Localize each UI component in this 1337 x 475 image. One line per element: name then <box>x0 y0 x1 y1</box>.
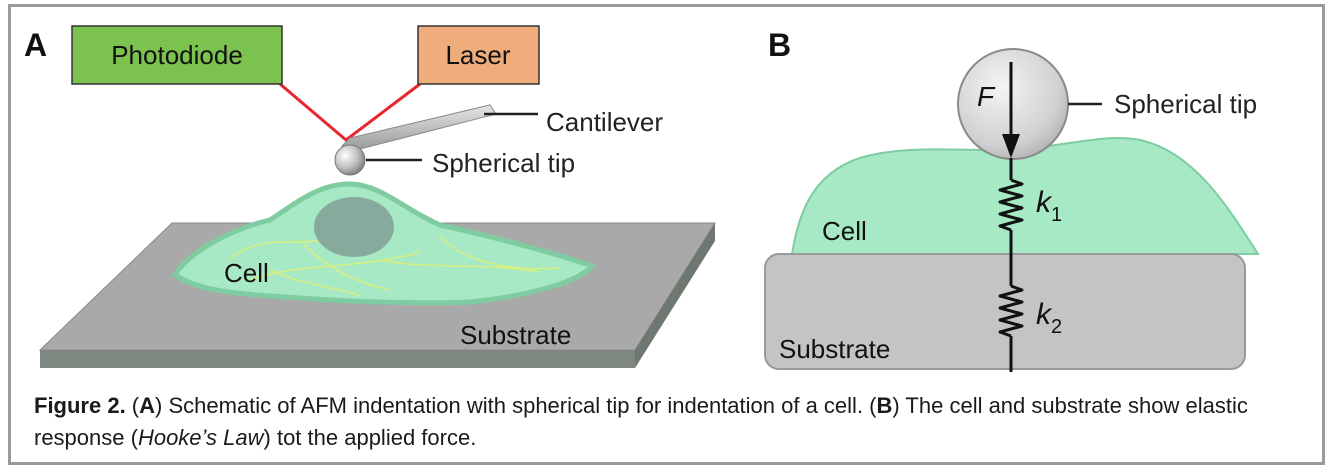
panel-b-k1-sub: 1 <box>1051 204 1062 226</box>
panel-b-k2-base: k <box>1036 298 1053 331</box>
panel-a-nucleus <box>314 197 394 257</box>
panel-a-laser-box <box>417 25 540 85</box>
panel-a-letter: A <box>24 27 47 63</box>
panel-a-cantilever-label: Cantilever <box>546 107 663 137</box>
caption-text-a: ) Schematic of AFM indentation with sphe… <box>155 393 877 418</box>
panel-b-force-label: F <box>977 81 996 112</box>
panel-a-spherical-tip <box>334 144 366 176</box>
panel-a-cell <box>171 181 597 306</box>
panel-b-letter: B <box>768 27 791 63</box>
panel-b-k2-sub: 2 <box>1051 316 1062 338</box>
panel-b-spring-k1 <box>998 178 1024 232</box>
panel-a-cell-label: Cell <box>224 258 269 288</box>
caption-figure-label: Figure 2. <box>34 393 126 418</box>
panel-b-k1-base: k <box>1036 186 1053 219</box>
panel-b-k2-label: k2 <box>1036 298 1062 338</box>
caption-open-a: ( <box>125 393 140 418</box>
panel-b-substrate-label: Substrate <box>779 334 890 364</box>
caption-panel-a-ref: A <box>139 393 156 418</box>
panel-a-cantilever <box>341 104 538 151</box>
panel-a-photodiode-label: Photodiode <box>111 40 243 70</box>
caption-hookes-law: Hooke’s Law <box>137 425 264 450</box>
panel-b-spring-system <box>998 158 1024 372</box>
panel-a-laser-label: Laser <box>445 40 510 70</box>
panel-b-cell-label: Cell <box>822 216 867 246</box>
panel-a-tip-label: Spherical tip <box>432 148 575 178</box>
panel-b-force-arrow <box>1002 62 1020 158</box>
caption-text-end: ) tot the applied force. <box>263 425 477 450</box>
panel-a-photodiode-box <box>71 25 283 85</box>
panel-b-tip-label: Spherical tip <box>1114 89 1257 119</box>
panel-a-laser-beam <box>279 82 421 142</box>
figure-diagram: A Cantilever Spherical tip Photodiode La… <box>24 25 1260 372</box>
figure-caption: Figure 2. (A) Schematic of AFM indentati… <box>34 390 1314 454</box>
caption-panel-b-ref: B <box>876 393 893 418</box>
panel-b-substrate <box>764 253 1246 370</box>
panel-a-substrate-label: Substrate <box>460 320 571 350</box>
panel-b-spring-k2 <box>998 284 1024 338</box>
panel-b-k1-label: k1 <box>1036 186 1062 226</box>
caption-text-b: ) The cell and substrate show elastic re… <box>34 393 1248 450</box>
